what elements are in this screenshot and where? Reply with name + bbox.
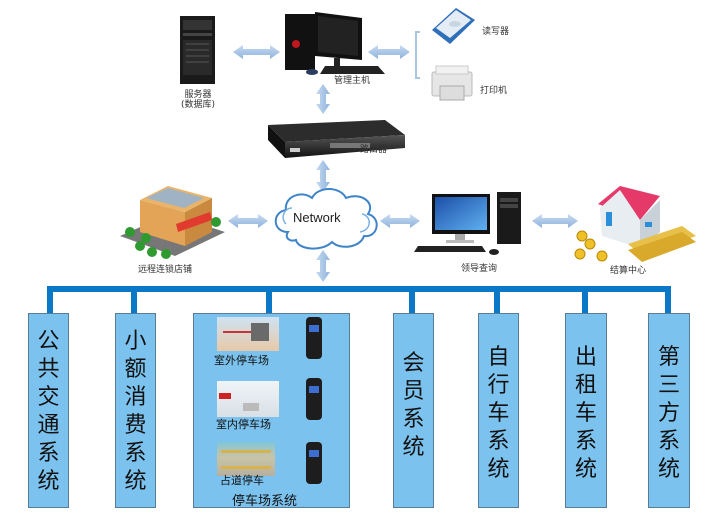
bus-drop-public-transport	[47, 286, 53, 314]
arrow-store-network	[228, 214, 268, 228]
settlement-label: 结算中心	[610, 266, 647, 276]
handheld-terminal-icon	[306, 317, 322, 359]
subsystem-label: 小额消费系统	[124, 329, 147, 494]
printer-icon	[431, 65, 473, 101]
bus-drop-taxi	[582, 286, 588, 314]
router-icon	[268, 120, 405, 158]
bus-drop-small-payment	[131, 286, 137, 314]
database-label: (数据库)	[180, 100, 216, 110]
indoor-parking-label: 室内停车场	[216, 418, 271, 431]
server-icon	[180, 16, 215, 84]
subsystem-public-transport[interactable]: 公共交通系统	[28, 313, 69, 508]
bus-drop-bicycle	[494, 286, 500, 314]
leader-computer-icon	[414, 192, 521, 255]
network-cloud-icon	[274, 188, 378, 250]
bus-drop-parking	[266, 286, 272, 314]
arrow-network-leader	[380, 214, 420, 228]
system-bus-line	[47, 286, 671, 292]
host-computer-icon	[285, 12, 385, 75]
indoor-parking-image	[217, 381, 279, 417]
roadside-parking-label: 占道停车	[220, 474, 264, 487]
subsystem-taxi[interactable]: 出租车系统	[565, 313, 607, 508]
barrier-icon	[223, 331, 251, 333]
gatehouse-icon	[251, 323, 269, 341]
router-label: 路由器	[360, 145, 388, 155]
leader-label: 领导查询	[461, 264, 498, 274]
subsystem-parking[interactable]: 室外停车场 室内停车场 占道停车 停车场系统	[193, 313, 350, 509]
handheld-terminal-icon	[306, 378, 322, 420]
card-reader-icon	[432, 8, 475, 44]
host-label: 管理主机	[334, 76, 371, 86]
arrow-host-peripherals	[368, 31, 420, 79]
network-label: Network	[293, 210, 341, 225]
printer-label: 打印机	[480, 86, 508, 96]
car-icon	[219, 393, 231, 399]
subsystem-small-payment[interactable]: 小额消费系统	[115, 313, 156, 508]
store-icon	[120, 186, 225, 259]
arrow-server-host	[233, 45, 280, 59]
arrow-network-bus	[316, 250, 330, 282]
subsystem-member[interactable]: 会员系统	[393, 313, 434, 508]
subsystem-third-party[interactable]: 第三方系统	[648, 313, 690, 508]
bus-drop-third-party	[665, 286, 671, 314]
subsystem-bicycle[interactable]: 自行车系统	[478, 313, 519, 508]
reader-label: 读写器	[482, 27, 510, 37]
arrow-leader-settlement	[532, 214, 578, 228]
subsystem-label: 会员系统	[402, 351, 425, 460]
store-label: 远程连锁店铺	[138, 265, 193, 275]
subsystem-label: 公共交通系统	[37, 329, 60, 494]
outdoor-parking-image	[217, 317, 279, 351]
bus-drop-member	[409, 286, 415, 314]
settlement-center-icon	[574, 186, 696, 262]
subsystem-label: 第三方系统	[657, 345, 680, 482]
arrow-host-router	[316, 84, 330, 114]
server-label: 服务器	[184, 90, 212, 100]
roadside-parking-image	[217, 442, 275, 476]
subsystem-label: 出租车系统	[574, 345, 597, 482]
car-icon	[243, 403, 259, 411]
subsystem-label: 自行车系统	[487, 345, 510, 482]
handheld-terminal-icon	[306, 442, 322, 484]
parking-system-label: 停车场系统	[232, 494, 298, 509]
arrow-router-network	[316, 160, 330, 192]
outdoor-parking-label: 室外停车场	[214, 354, 269, 367]
